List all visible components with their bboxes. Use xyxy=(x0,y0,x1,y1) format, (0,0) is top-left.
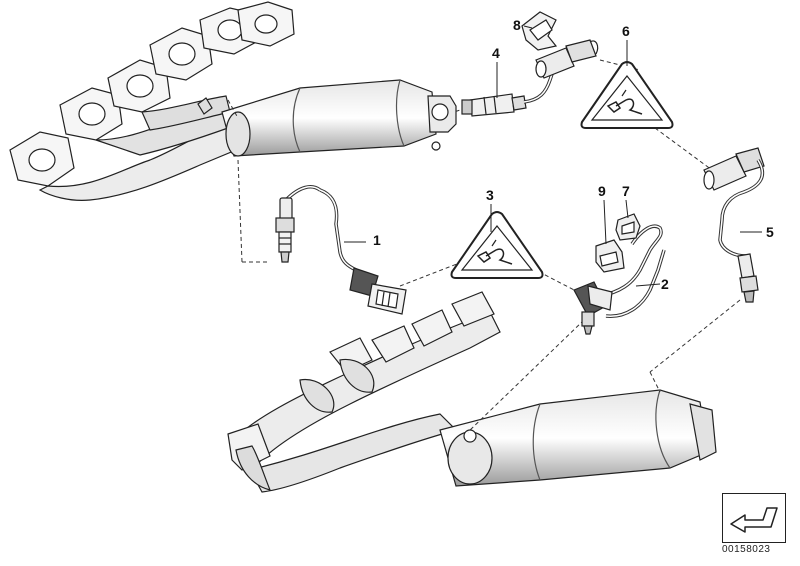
oxygen-sensor-4[interactable] xyxy=(461,39,599,117)
callout-3[interactable]: 3 xyxy=(486,187,494,203)
oxygen-sensor-warning-triangle-icon[interactable] xyxy=(580,61,674,129)
sensor-clip-8[interactable] xyxy=(521,11,558,51)
callout-5[interactable]: 5 xyxy=(766,224,774,240)
callout-6[interactable]: 6 xyxy=(622,23,630,39)
upper-exhaust-manifold xyxy=(9,1,295,201)
sensor-clip-9[interactable] xyxy=(595,239,625,273)
return-arrow-icon xyxy=(730,507,778,533)
callout-2[interactable]: 2 xyxy=(661,276,669,292)
callout-9[interactable]: 9 xyxy=(598,183,606,199)
lower-exhaust-manifold xyxy=(227,291,501,493)
callout-4[interactable]: 4 xyxy=(492,45,500,61)
return-button[interactable] xyxy=(722,493,786,543)
callout-8[interactable]: 8 xyxy=(513,17,521,33)
leader-lines xyxy=(344,25,762,287)
oxygen-sensor-5[interactable] xyxy=(703,147,765,303)
upper-catalytic-converter xyxy=(197,79,457,157)
lower-catalytic-converter xyxy=(439,389,717,487)
diagram-code: 00158023 xyxy=(722,544,771,555)
oxygen-sensor-warning-triangle-icon[interactable] xyxy=(450,211,544,279)
oxygen-sensor-1[interactable] xyxy=(275,185,407,315)
sensor-clip-7[interactable] xyxy=(615,213,641,241)
oxygen-sensor-2[interactable] xyxy=(573,224,666,335)
callout-1[interactable]: 1 xyxy=(373,232,381,248)
callout-7[interactable]: 7 xyxy=(622,183,630,199)
